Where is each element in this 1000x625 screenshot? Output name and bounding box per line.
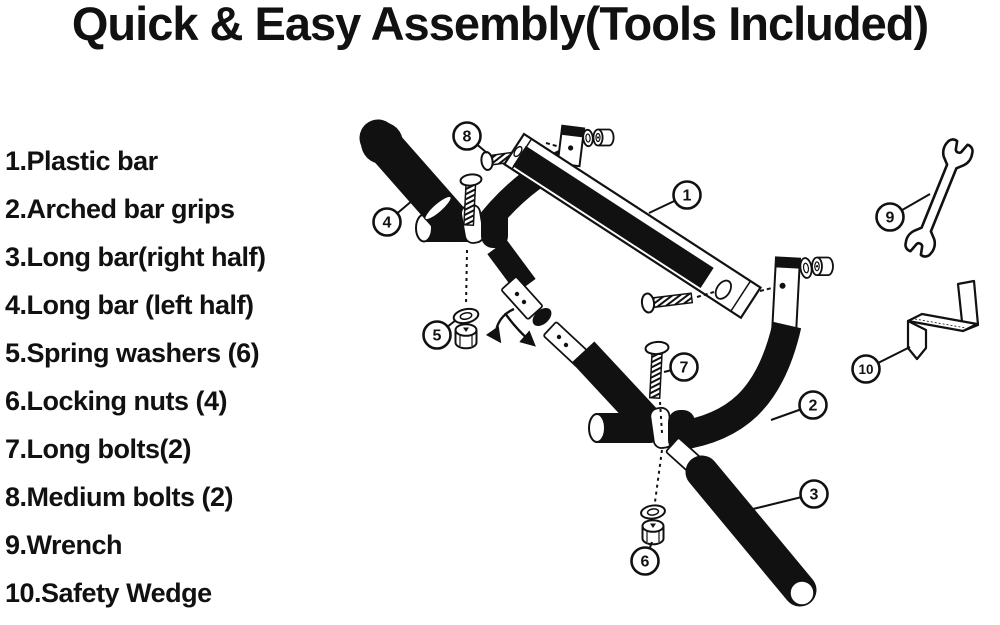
parts-list-item: 8.Medium bolts (2) (5, 482, 234, 512)
right-post (770, 256, 802, 340)
svg-text:7: 7 (680, 360, 689, 377)
locking-nut (454, 323, 478, 350)
parts-list: 1.Plastic bar 2.Arched bar grips 3.Long … (5, 137, 266, 617)
parts-list-item: 3.Long bar(right half) (5, 242, 266, 272)
spring-washer (582, 128, 594, 148)
medium-bolt (640, 291, 715, 314)
svg-text:5: 5 (433, 328, 442, 345)
wrench-part (904, 138, 974, 258)
spring-washer (452, 307, 480, 325)
parts-list-item: 1.Plastic bar (5, 146, 158, 176)
rotate-arrows (485, 307, 536, 347)
svg-text:10: 10 (858, 362, 873, 377)
svg-text:9: 9 (886, 210, 895, 227)
parts-list-item: 2.Arched bar grips (5, 194, 235, 224)
svg-text:1: 1 (683, 188, 692, 205)
svg-text:3: 3 (810, 487, 819, 504)
callout-7: 7 (669, 352, 699, 382)
locking-nut (641, 519, 665, 546)
parts-list-item: 5.Spring washers (6) (5, 338, 260, 368)
locking-nut (592, 128, 615, 147)
page-title: Quick & Easy Assembly(Tools Included) (71, 0, 929, 50)
callout-2: 2 (798, 390, 828, 420)
spring-washer (640, 504, 666, 520)
right-bar-assembly (543, 256, 834, 607)
left-bar-assembly (359, 119, 615, 327)
safety-wedge-part (906, 279, 980, 361)
svg-text:4: 4 (383, 215, 392, 232)
callout-3: 3 (799, 479, 829, 509)
alignment-dashes (759, 287, 773, 292)
plastic-bar-part (502, 132, 763, 320)
parts-list-item: 6.Locking nuts (4) (5, 386, 228, 416)
svg-text:2: 2 (809, 398, 818, 415)
alignment-dashes (545, 142, 561, 148)
callout-8: 8 (452, 121, 482, 151)
spring-washer (799, 257, 813, 279)
long-bolt (459, 173, 483, 307)
parts-list-item: 4.Long bar (left half) (5, 290, 254, 320)
long-bolt (644, 340, 670, 503)
callout-5: 5 (422, 320, 452, 350)
callout-6: 6 (630, 546, 660, 576)
left-post (556, 124, 586, 168)
callout-4: 4 (372, 207, 402, 237)
svg-text:6: 6 (641, 554, 650, 571)
parts-list-item: 7.Long bolts(2) (5, 434, 191, 464)
callout-9: 9 (875, 202, 905, 232)
locking-nut (811, 256, 834, 277)
parts-list-item: 9.Wrench (5, 530, 123, 560)
parts-list-item: 10.Safety Wedge (5, 578, 212, 608)
callout-1: 1 (672, 180, 702, 210)
callout-10: 10 (851, 354, 881, 384)
svg-text:8: 8 (463, 129, 472, 146)
